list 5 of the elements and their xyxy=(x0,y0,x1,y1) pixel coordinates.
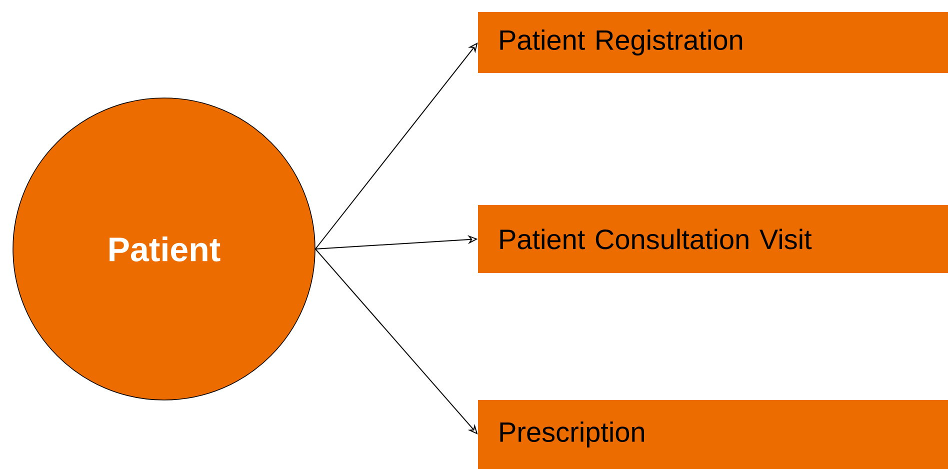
process-box: Prescription xyxy=(478,400,948,469)
circle-node: Patient xyxy=(12,98,316,400)
process-box: Patient Consultation Visit xyxy=(478,205,948,273)
arrow xyxy=(314,42,478,250)
process-box: Patient Registration xyxy=(478,12,948,73)
